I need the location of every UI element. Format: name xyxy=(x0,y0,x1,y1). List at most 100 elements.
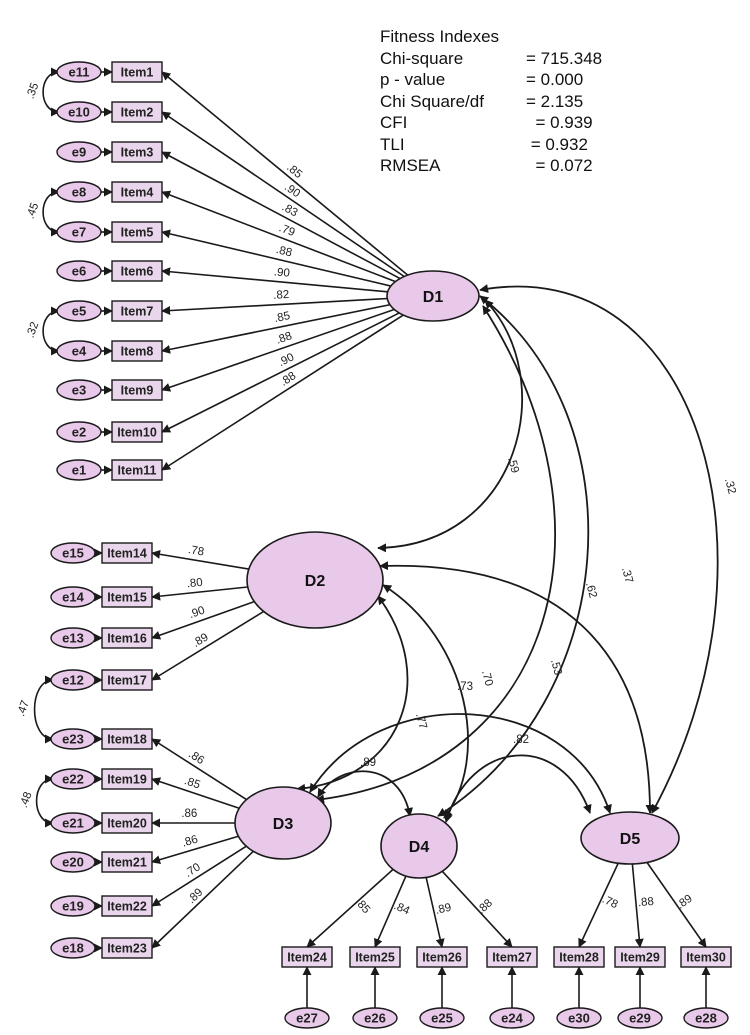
loading-label-item20: .86 xyxy=(181,808,197,820)
item-box-shape xyxy=(111,260,163,282)
coefficient-labels-layer: .85.90.83.79.88.90.82.85.88.90.88.78.80.… xyxy=(15,81,738,917)
loading-label-item5: .88 xyxy=(275,244,293,259)
loading-label-item19: .85 xyxy=(183,775,202,791)
loading-arrow-item17 xyxy=(151,610,265,681)
fit-row-chi-square-df: Chi Square/df = 2.135 xyxy=(380,91,700,113)
item-box-shape xyxy=(416,946,468,968)
item-label: Item30 xyxy=(686,951,726,965)
fitness-indexes-title: Fitness Indexes xyxy=(380,27,500,46)
error-node-e15: e15 xyxy=(50,542,96,564)
item-box-item16: Item16 xyxy=(101,627,153,649)
error-node-e28: e28 xyxy=(683,1007,729,1029)
factor-correlation-label-d2-d5: .62 xyxy=(583,581,599,600)
error-ellipse xyxy=(56,101,102,123)
error-label: e6 xyxy=(72,264,86,279)
item-label: Item27 xyxy=(492,951,532,965)
latent-d2: D2 xyxy=(246,531,384,629)
item-label: Item20 xyxy=(107,817,147,831)
error-ellipse xyxy=(56,221,102,243)
loading-label-item14: .78 xyxy=(187,544,205,558)
error-label: e28 xyxy=(695,1011,717,1026)
error-node-e30: e30 xyxy=(556,1007,602,1029)
loading-arrow-item21 xyxy=(151,835,239,865)
error-node-e3: e3 xyxy=(56,379,102,401)
error-ellipse xyxy=(50,586,96,608)
loading-arrow-item18 xyxy=(151,738,247,801)
loading-arrow-item24 xyxy=(306,868,394,948)
item-label: Item3 xyxy=(121,146,154,160)
loading-arrow-item16 xyxy=(151,600,255,640)
error-ellipse xyxy=(56,181,102,203)
fit-row-p-value: p - value = 0.000 xyxy=(380,69,700,91)
loading-arrow-item22 xyxy=(151,845,247,907)
fit-value: = 0.000 xyxy=(526,70,584,89)
fit-label: CFI xyxy=(380,113,408,132)
error-ellipse xyxy=(56,61,102,83)
error-ellipse xyxy=(50,851,96,873)
factor-correlation-label-d1-d5: .32 xyxy=(722,477,738,496)
loading-label-item29: .88 xyxy=(637,896,654,909)
error-ellipse xyxy=(56,459,102,481)
item-box-shape xyxy=(349,946,401,968)
error-node-e4: e4 xyxy=(56,340,102,362)
item-label: Item8 xyxy=(121,345,154,359)
factor-correlation-d1-d5 xyxy=(479,284,719,814)
item-box-shape xyxy=(111,300,163,322)
error-ellipse xyxy=(56,340,102,362)
fit-label: Chi-square xyxy=(380,48,464,68)
loading-arrow-item23 xyxy=(151,850,254,949)
error-node-e23: e23 xyxy=(50,728,96,750)
factor-correlation-label-d1-d3: .53 xyxy=(548,658,564,677)
loading-arrow-item7 xyxy=(161,297,388,316)
fitness-indexes-panel: Fitness Indexes Chi-square = 715.348 p -… xyxy=(380,26,700,177)
factor-correlation-d3-d4 xyxy=(317,770,413,817)
loading-label-item4: .79 xyxy=(277,222,296,239)
latent-ellipse xyxy=(386,270,480,322)
error-covariance-label-e12-e23: .47 xyxy=(15,699,32,718)
item-box-item1: Item1 xyxy=(111,61,163,83)
item-box-item6: Item6 xyxy=(111,260,163,282)
loading-arrow-item14 xyxy=(151,549,249,570)
factor-correlation-label-d2-d4: .70 xyxy=(479,669,495,688)
latent-label: D4 xyxy=(409,839,430,856)
error-label: e4 xyxy=(72,344,87,359)
item-box-shape xyxy=(101,812,153,834)
error-covariance-e22-e21 xyxy=(35,774,54,828)
loading-arrow-item28 xyxy=(578,862,619,948)
error-node-e5: e5 xyxy=(56,300,102,322)
item-box-shape xyxy=(281,946,333,968)
item-box-item25: Item25 xyxy=(349,946,401,968)
error-node-e9: e9 xyxy=(56,141,102,163)
error-ellipse xyxy=(50,728,96,750)
error-ellipse xyxy=(56,260,102,282)
fit-row-chi-square: Chi-square = 715.348 xyxy=(380,48,700,70)
item-label: Item26 xyxy=(422,951,462,965)
loading-arrow-item27 xyxy=(441,870,513,948)
loading-label-item28: .78 xyxy=(600,894,620,912)
item-box-item7: Item7 xyxy=(111,300,163,322)
error-ellipse xyxy=(419,1007,465,1029)
latent-label: D3 xyxy=(273,816,294,833)
error-label: e5 xyxy=(72,304,86,319)
item-label: Item2 xyxy=(121,106,154,120)
loading-label-item26: .89 xyxy=(434,902,452,917)
item-label: Item21 xyxy=(107,856,147,870)
error-ellipse xyxy=(56,379,102,401)
latent-d1: D1 xyxy=(386,270,480,322)
item-box-item11: Item11 xyxy=(111,459,163,481)
loading-label-item2: .90 xyxy=(282,181,302,200)
error-node-e13: e13 xyxy=(50,627,96,649)
error-node-e21: e21 xyxy=(50,812,96,834)
item-box-shape xyxy=(111,141,163,163)
item-box-item4: Item4 xyxy=(111,181,163,203)
error-ellipse xyxy=(56,141,102,163)
item-box-item28: Item28 xyxy=(553,946,605,968)
item-label: Item16 xyxy=(107,632,147,646)
error-ellipse xyxy=(352,1007,398,1029)
item-box-shape xyxy=(101,542,153,564)
error-ellipse xyxy=(556,1007,602,1029)
error-covariance-e8-e7 xyxy=(42,187,60,237)
loading-arrow-item8 xyxy=(161,303,391,354)
loading-arrow-item15 xyxy=(151,586,248,601)
error-node-e14: e14 xyxy=(50,586,96,608)
